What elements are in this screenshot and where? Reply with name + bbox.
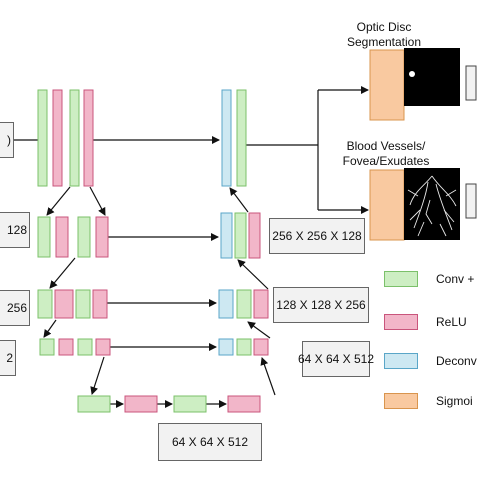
legend-label-relu: ReLU	[436, 315, 467, 329]
legend-label-sigmoid: Sigmoi	[436, 394, 473, 408]
enc0-relu-block	[83, 89, 94, 187]
bottleneck-conv-block	[77, 395, 111, 413]
dec1-conv-block	[234, 212, 247, 259]
dim-box-level3: 64 X 64 X 512	[298, 341, 374, 377]
dec3-conv-block	[236, 338, 252, 356]
dim-box-level2: 128 X 128 X 256	[273, 287, 369, 323]
upsample-arrow	[260, 357, 276, 396]
enc3-conv-block	[39, 338, 55, 356]
dec3-relu-block	[253, 338, 269, 356]
vessels-output-image	[404, 168, 460, 240]
legend-swatch-deconv	[384, 353, 418, 369]
dec0-deconv-block	[221, 89, 232, 187]
downsample-arrow	[49, 257, 76, 289]
vessel-tree	[407, 175, 457, 237]
enc0-relu-block	[52, 89, 63, 187]
enc3-conv-block	[77, 338, 93, 356]
enc3-relu-block	[95, 338, 111, 356]
downsample-arrow	[43, 319, 57, 338]
output-label-box-top	[465, 65, 477, 101]
dec1-deconv-block	[220, 212, 233, 259]
upsample-arrow	[247, 321, 271, 339]
enc2-relu-block	[54, 289, 74, 319]
enc1-conv-block	[77, 216, 91, 258]
enc2-relu-block	[92, 289, 108, 319]
downsample-arrow	[46, 186, 71, 216]
enc0-conv-block	[37, 89, 48, 187]
enc0-conv-block	[69, 89, 80, 187]
enc1-conv-block	[37, 216, 51, 258]
bottleneck-relu-block	[124, 395, 158, 413]
dec1-relu-block	[248, 212, 261, 259]
enc1-relu-block	[55, 216, 69, 258]
dec2-conv-block	[236, 289, 252, 319]
downsample-arrow	[89, 186, 106, 216]
dim-box-level3-left-partial: 2	[0, 340, 16, 376]
downsample-arrow	[90, 356, 105, 395]
legend-swatch-sigmoid	[384, 393, 418, 409]
upsample-arrow	[229, 187, 249, 213]
dim-box-level2-left-partial: 256	[0, 290, 30, 326]
legend-label-conv: Conv +	[436, 272, 475, 286]
bottleneck-conv-block	[173, 395, 207, 413]
output-label-box-bottom	[465, 183, 477, 219]
optic-sigmoid-block	[369, 49, 405, 121]
dim-box-bottleneck: 64 X 64 X 512	[158, 423, 262, 461]
legend-label-deconv: Deconv	[436, 354, 477, 368]
enc2-conv-block	[75, 289, 91, 319]
bottleneck-relu-block	[227, 395, 261, 413]
dec3-deconv-block	[218, 338, 234, 356]
dec0-conv-block	[236, 89, 247, 187]
legend-swatch-conv	[384, 271, 418, 287]
enc1-relu-block	[95, 216, 109, 258]
dec2-relu-block	[253, 289, 269, 319]
optic-disc-spot	[409, 71, 415, 77]
upsample-arrow	[237, 259, 269, 290]
dec2-deconv-block	[218, 289, 234, 319]
enc2-conv-block	[37, 289, 53, 319]
dim-box-level1: 256 X 256 X 128	[269, 218, 365, 254]
legend-swatch-relu	[384, 314, 418, 330]
optic-disc-title: Optic Disc Segmentation	[346, 20, 422, 49]
enc3-relu-block	[58, 338, 74, 356]
vessels-sigmoid-block	[369, 169, 405, 241]
optic-disc-output-image	[404, 48, 460, 106]
dim-box-level1-left-partial: 128	[0, 212, 30, 248]
vessels-title: Blood Vessels/ Fovea/Exudates	[342, 139, 430, 168]
dim-box-input-partial: )	[0, 122, 14, 158]
